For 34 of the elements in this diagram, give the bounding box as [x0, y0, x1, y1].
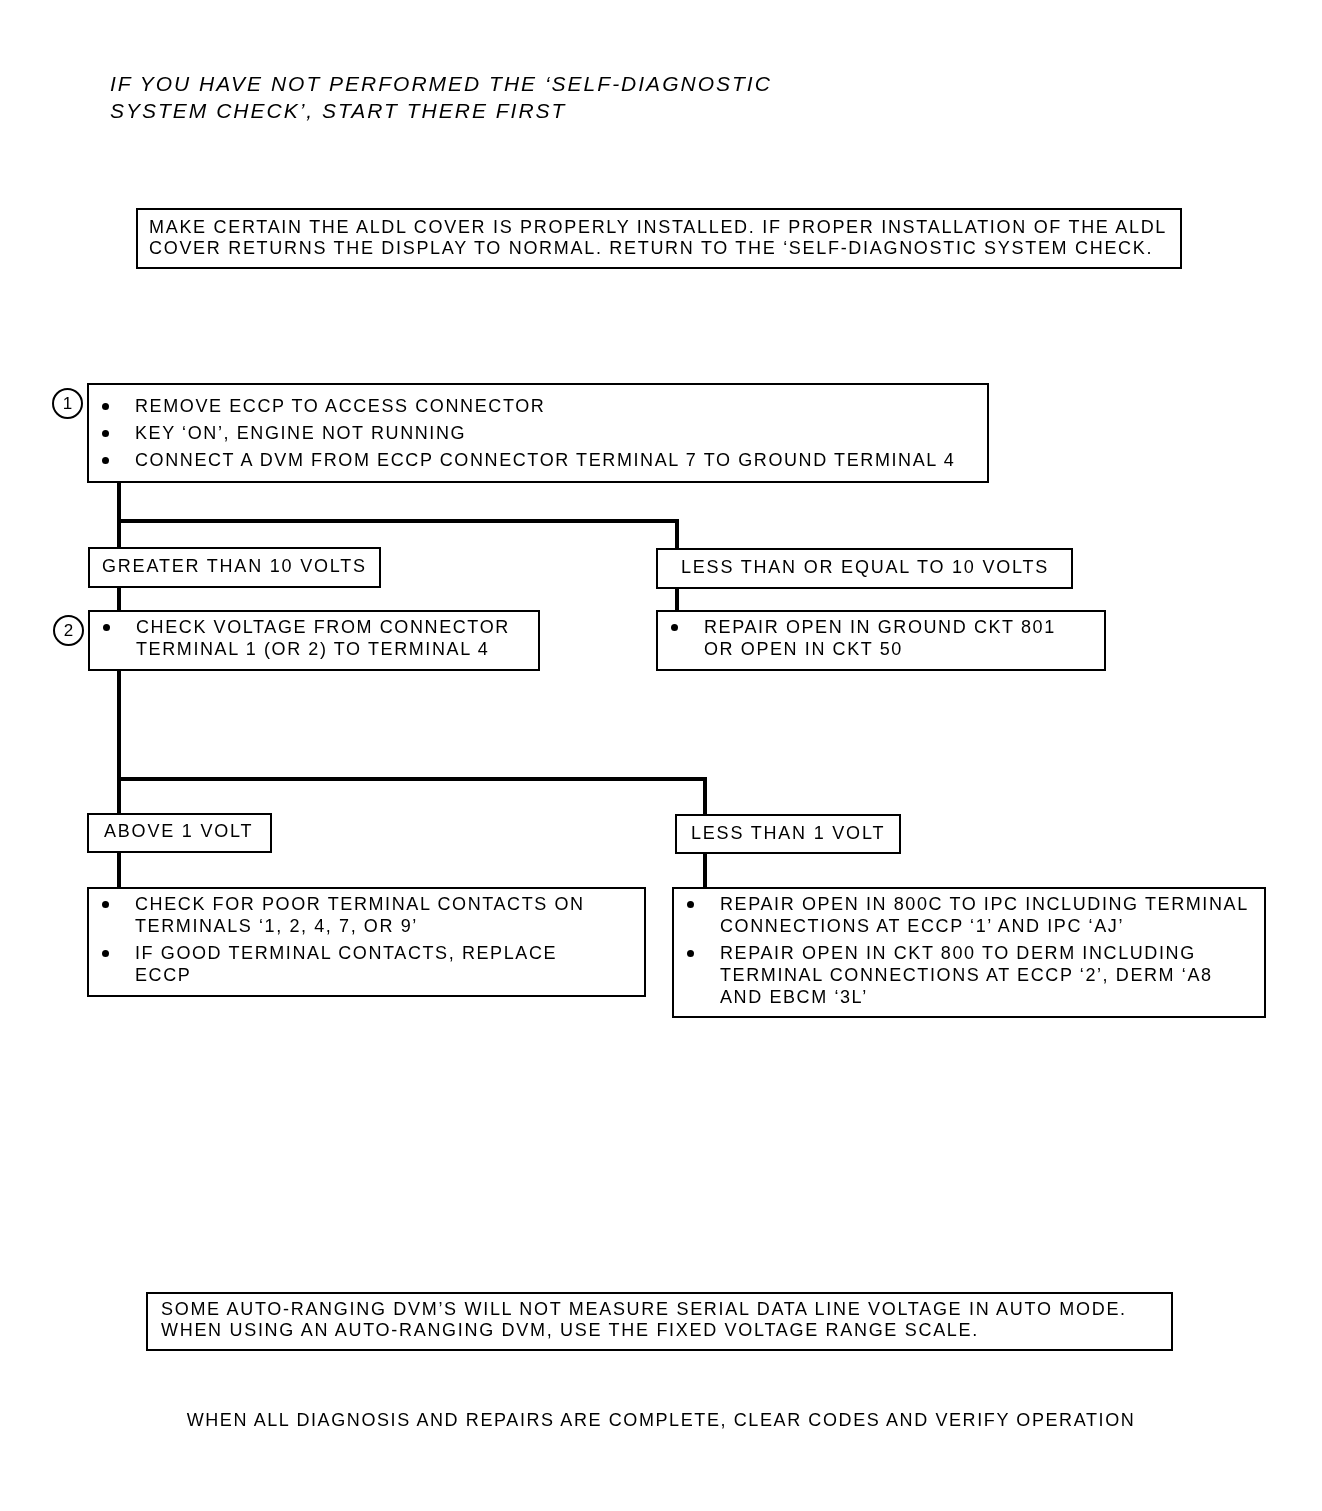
callout-number: 2	[53, 615, 84, 646]
bullet-text: IF GOOD TERMINAL CONTACTS, REPLACE ECCP	[135, 942, 559, 986]
condition-text: LESS THAN OR EQUAL TO 10 VOLTS	[681, 555, 1050, 578]
bullet-text: REPAIR OPEN IN 800C TO IPC INCLUDING TERMINAL CONNECTIONS AT ECCP ‘1’ AND IPC ‘AJ’	[720, 893, 1250, 937]
connector-line	[703, 854, 707, 887]
condition-box	[88, 547, 381, 588]
instruction-note: WHEN ALL DIAGNOSIS AND REPAIRS ARE COMPLETE, CLEAR CODES AND VERIFY OPERATION	[186, 1409, 1136, 1431]
bullet-text: KEY ‘ON’, ENGINE NOT RUNNING	[135, 422, 468, 444]
repair-box	[656, 610, 1106, 671]
instruction-note: IF YOU HAVE NOT PERFORMED THE ‘SELF-DIAGNOSTIC SYSTEM CHECK’, START THERE FIRST	[110, 71, 773, 124]
step-box	[87, 383, 989, 483]
step-box	[88, 610, 540, 671]
condition-box	[87, 813, 272, 853]
callout-number: 1	[52, 388, 83, 419]
bullet-text: REPAIR OPEN IN CKT 800 TO DERM INCLUDING TERMINAL CONNECTIONS AT ECCP ‘2’, DERM ‘A8 AND EBCM ‘3L’	[720, 942, 1214, 1008]
note-box	[136, 208, 1182, 269]
condition-text: ABOVE 1 VOLT	[104, 820, 254, 842]
note-text: SOME AUTO-RANGING DVM’S WILL NOT MEASURE SERIAL DATA LINE VOLTAGE IN AUTO MODE. WHEN USING AN AUTO-RANGING DVM, USE THE FIXED VOLTAGE RANGE SCALE.	[161, 1299, 1128, 1341]
repair-box	[672, 887, 1266, 1018]
connector-line	[117, 588, 121, 610]
condition-box	[656, 548, 1073, 589]
connector-line	[675, 589, 679, 610]
note-box	[146, 1292, 1173, 1351]
bullet-text: CHECK VOLTAGE FROM CONNECTOR TERMINAL 1 (OR 2) TO TERMINAL 4	[136, 616, 511, 660]
condition-text: GREATER THAN 10 VOLTS	[102, 554, 367, 577]
repair-box	[87, 887, 646, 997]
connector-line	[117, 853, 121, 887]
bullet-text: REMOVE ECCP TO ACCESS CONNECTOR	[135, 395, 547, 417]
condition-box	[675, 814, 901, 854]
bullet-text: REPAIR OPEN IN GROUND CKT 801 OR OPEN IN CKT 50	[704, 616, 1057, 660]
condition-text: LESS THAN 1 VOLT	[691, 822, 886, 844]
bullet-text: CHECK FOR POOR TERMINAL CONTACTS ON TERMINALS ‘1, 2, 4, 7, OR 9’	[135, 893, 586, 937]
bullet-text: CONNECT A DVM FROM ECCP CONNECTOR TERMINAL 7 TO GROUND TERMINAL 4	[135, 449, 957, 471]
note-text: MAKE CERTAIN THE ALDL COVER IS PROPERLY INSTALLED. IF PROPER INSTALLATION OF THE ALDL COVER RETURNS THE DISPLAY TO NORMAL. RETURN TO THE ‘SELF-DIAGNOSTIC SYSTEM CHECK.	[149, 217, 1168, 259]
